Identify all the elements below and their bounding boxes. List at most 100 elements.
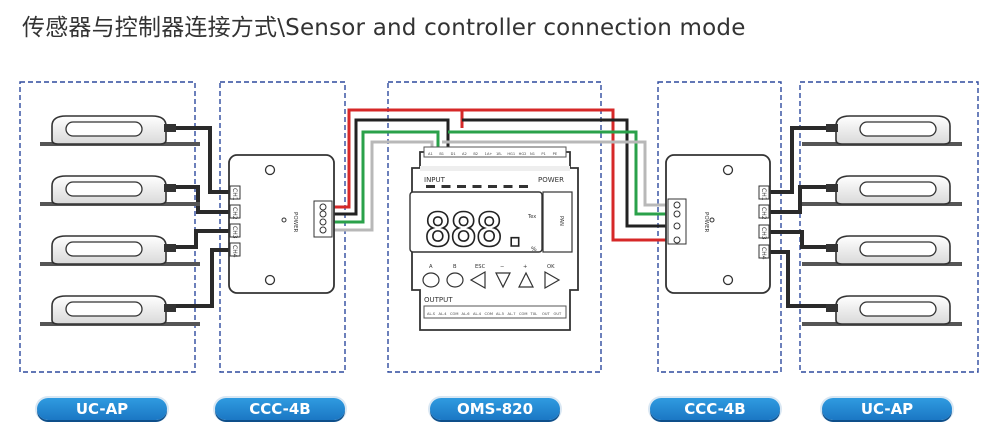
top-terminal-label: B1 [439,152,444,156]
device-label-uc-ap-right: UC-AP [822,398,952,420]
alarm-led [441,185,451,188]
alarm-led [426,185,435,188]
uc-ap-right-sensors [802,115,962,326]
alarm-led [488,185,497,188]
top-terminal-label: 1A+ [485,152,493,156]
port-label: CH1 [760,188,767,201]
bottom-terminal-label: AL-5 [496,312,504,316]
power-led [281,217,287,223]
ccc-4b-left-module: POWER CH1 CH2 CH3 CH4 [228,154,335,294]
sensor-left-3 [40,235,200,266]
wire-gray-right [442,140,669,207]
top-terminal-label: N1 [530,152,535,156]
ccc-left-ports: CH1 CH2 CH3 CH4 [229,185,241,258]
device-label-ccc-4b-left: CCC-4B [215,398,345,420]
top-terminal-label: A1 [428,152,433,156]
power-label: POWER [703,212,709,233]
device-label-ccc-4b-right: CCC-4B [650,398,780,420]
wire-green-right [448,130,669,216]
wire-gray-left [334,140,434,232]
button-a [422,272,440,288]
ccc-right-terminal-block [667,198,687,245]
button-label: A [429,264,433,270]
ccc-4b-right-module: POWER CH1 CH2 CH3 CH4 [665,154,771,294]
output-label: OUTPUT [424,296,453,304]
side-label: PAN [558,216,564,226]
sensor-left-1 [40,115,200,146]
alarm-led [503,185,513,188]
device-label-oms-820: OMS-820 [430,398,560,420]
sensor-right-2 [802,175,962,206]
unit-label: % [531,246,537,253]
bottom-terminal-label: TXL [530,312,538,316]
input-label: INPUT [424,176,446,184]
ccc-4b-left-frame [219,81,346,373]
sensor-right-1 [802,115,962,146]
port-label: CH4 [760,247,767,260]
top-terminal-label: A2 [462,152,467,156]
sensor-right-4 [802,295,962,326]
mount-hole [722,164,734,176]
power-led [709,217,715,223]
wire-green-left [334,130,440,224]
top-terminal-label: D1 [451,152,456,156]
device-label-uc-ap-left: UC-AP [37,398,167,420]
sensor-left-4 [40,295,200,326]
port-label: CH3 [231,226,238,239]
button-label: − [500,264,504,270]
bottom-terminal-label: AL-4 [439,312,448,316]
uc-ap-left-sensors [40,115,200,326]
sensor-cables [168,126,830,308]
wire-black-right [462,118,669,228]
button-label: B [453,264,457,270]
mount-hole [722,274,734,286]
esc-button [469,270,486,290]
wire-red-right [462,108,669,242]
bottom-terminal-label: AL-6 [462,312,471,316]
mount-hole [264,164,276,176]
ccc-left-terminal-block [313,200,333,238]
bottom-terminal-label: COM [485,312,493,316]
front-buttons [422,270,561,290]
bottom-terminal-label: COM [519,312,527,316]
uc-ap-left-frame [19,81,196,373]
top-terminal-label: B2 [473,152,478,156]
top-terminal-label: HG1 [507,152,515,156]
alarm-led [472,185,482,188]
oms-820-frame [387,81,602,373]
top-terminal-label: HG2 [519,152,527,156]
display-value: 888. [424,203,527,257]
wire-red-left [334,108,464,209]
power-label: POWER [292,212,298,233]
ok-button [544,270,561,290]
alarm-led [519,185,528,188]
bottom-terminal-strip [423,305,567,319]
oms-power-label: POWER [538,176,564,184]
minus-button [495,272,511,289]
bottom-terminal-label: OUT [542,312,550,316]
ccc-right-ports: CH1 CH2 CH3 CH4 [758,185,770,260]
bottom-terminal-label: COM [450,312,458,316]
port-label: CH4 [231,245,238,258]
port-label: CH3 [760,227,767,240]
top-terminal-label: 1B- [496,152,503,156]
port-label: CH2 [760,207,767,220]
top-terminal-label: PE [553,152,558,156]
bottom-terminal-label: AL-7 [508,312,516,316]
page-title: 传感器与控制器连接方式\Sensor and controller connec… [22,15,746,41]
port-label: CH1 [231,188,238,201]
button-label: OK [547,264,555,270]
button-label: ESC [475,264,486,270]
wire-black-left [334,118,450,216]
bottom-terminal-label: OUT [554,312,562,316]
sensor-right-3 [802,235,962,266]
alarm-led [457,185,466,188]
lcd-display [409,191,543,253]
tex-label: Tex [527,214,536,220]
port-label: CH2 [231,207,238,220]
